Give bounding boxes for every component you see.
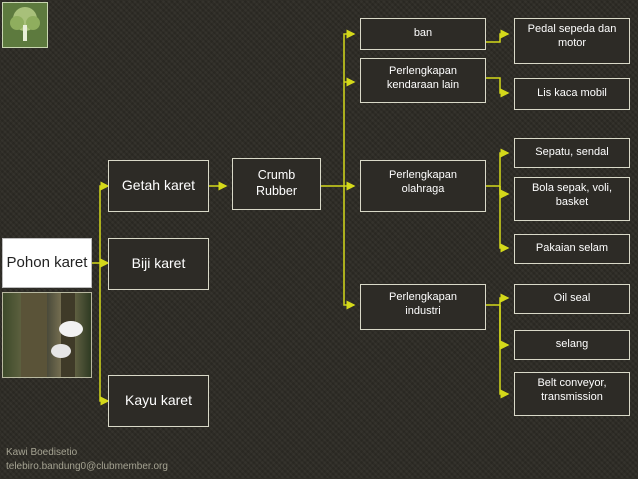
- leaf-pakaian-selam: Pakaian selam: [514, 234, 630, 264]
- tree-logo-icon: [2, 2, 48, 48]
- leaf-oil-seal: Oil seal: [514, 284, 630, 314]
- connector-ban-pedal: [486, 29, 510, 43]
- connector-kendaraan-lis: [486, 77, 510, 98]
- industri-label: Perlengkapan industri: [389, 291, 457, 317]
- pakaian-selam-label: Pakaian selam: [535, 242, 609, 255]
- oil-seal-label: Oil seal: [553, 292, 591, 305]
- bola-label: Bola sepak, voli, basket: [531, 182, 613, 208]
- footer-email: telebiro.bandung0@clubmember.org: [6, 461, 168, 472]
- node-biji-karet: Biji karet: [108, 238, 209, 290]
- node-industri: Perlengkapan industri: [360, 284, 486, 330]
- connector-industri-oilseal: [486, 293, 510, 306]
- crumb-rubber-label: Crumb Rubber: [256, 168, 297, 198]
- node-kayu-karet: Kayu karet: [108, 375, 209, 427]
- connector-root-kayu: [99, 263, 110, 406]
- lis-kaca-label: Lis kaca mobil: [537, 87, 607, 100]
- node-olahraga: Perlengkapan olahraga: [360, 160, 486, 212]
- connector-industri-selang: [499, 305, 510, 350]
- getah-karet-label: Getah karet: [121, 177, 196, 194]
- leaf-belt: Belt conveyor, transmission: [514, 372, 630, 416]
- pedal-label: Pedal sepeda dan motor: [527, 23, 617, 49]
- node-kendaraan-lain: Perlengkapan kendaraan lain: [360, 58, 486, 103]
- leaf-bola: Bola sepak, voli, basket: [514, 177, 630, 221]
- node-ban: ban: [360, 18, 486, 50]
- sepatu-label: Sepatu, sendal: [535, 146, 609, 159]
- connector-industri-belt: [499, 305, 510, 399]
- connector-olahraga-bola: [499, 186, 510, 199]
- biji-karet-label: Biji karet: [131, 255, 186, 272]
- leaf-lis-kaca: Lis kaca mobil: [514, 78, 630, 110]
- connector-olahraga-selam: [499, 186, 510, 253]
- leaf-selang: selang: [514, 330, 630, 360]
- footer-author: Kawi Boedisetio: [6, 447, 78, 458]
- connector-crumb-industri: [343, 186, 356, 310]
- belt-label: Belt conveyor, transmission: [537, 377, 607, 403]
- node-getah-karet: Getah karet: [108, 160, 209, 212]
- leaf-sepatu: Sepatu, sendal: [514, 138, 630, 168]
- ban-label: ban: [413, 27, 433, 39]
- kendaraan-lain-label: Perlengkapan kendaraan lain: [386, 65, 460, 91]
- root-node: Pohon karet: [2, 238, 92, 288]
- connector-crumb-ban: [321, 29, 356, 187]
- rubber-tree-tapping-photo: [2, 292, 92, 378]
- root-label: Pohon karet: [6, 253, 88, 271]
- connector-root-getah: [92, 181, 110, 264]
- kayu-karet-label: Kayu karet: [125, 392, 192, 409]
- connector-olahraga-sepatu: [486, 148, 510, 187]
- olahraga-label: Perlengkapan olahraga: [389, 169, 457, 195]
- leaf-pedal: Pedal sepeda dan motor: [514, 18, 630, 64]
- node-crumb-rubber: Crumb Rubber: [232, 158, 321, 210]
- selang-label: selang: [555, 338, 589, 351]
